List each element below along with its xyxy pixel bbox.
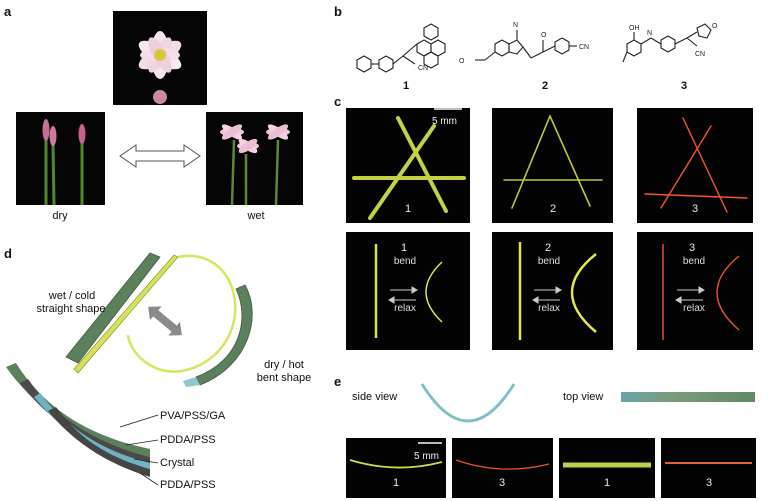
- side-view-arc: [420, 383, 516, 423]
- compound-label-1: 1: [402, 80, 410, 92]
- svg-text:O: O: [712, 23, 718, 30]
- straight-shape-label: straight shape: [36, 303, 106, 315]
- crystal-2-triangle-photo: [492, 108, 613, 223]
- top-number-3: 3: [691, 203, 699, 215]
- layer-assembly-diagram: [6, 252, 253, 486]
- top-photo-3: [661, 438, 756, 498]
- e-number-4: 3: [705, 477, 713, 489]
- top-view-label: top view: [563, 391, 604, 403]
- top-number-1: 1: [404, 203, 412, 215]
- side-photo-3: [452, 438, 553, 498]
- svg-text:O: O: [459, 58, 465, 65]
- relax-label-1: relax: [394, 303, 416, 314]
- compound-label-3: 3: [680, 80, 688, 92]
- wet-cold-label: wet / cold: [48, 290, 96, 302]
- panel-letter-a: a: [4, 4, 12, 19]
- svg-text:CN: CN: [418, 65, 428, 72]
- top-number-2: 2: [549, 203, 557, 215]
- relax-label-3: relax: [683, 303, 705, 314]
- wet-flower-photo: [206, 112, 303, 205]
- molecular-structures: CN N O O CN OH N CN O: [356, 22, 718, 73]
- crystal-2-bend-photo: [492, 232, 613, 350]
- svg-text:O: O: [541, 32, 547, 39]
- panel-letter-b: b: [334, 4, 342, 19]
- relax-label-2: relax: [538, 303, 560, 314]
- bend-label-2: bend: [537, 256, 561, 267]
- bend-label-1: bend: [393, 256, 417, 267]
- wet-label: wet: [247, 210, 265, 222]
- svg-text:CN: CN: [579, 44, 589, 51]
- side-view-label: side view: [352, 391, 398, 403]
- scale-bar-e: [418, 442, 442, 444]
- panel-letter-e: e: [334, 374, 342, 389]
- dry-hot-label: dry / hot: [264, 359, 304, 371]
- e-number-3: 1: [603, 477, 611, 489]
- compound-label-2: 2: [541, 80, 549, 92]
- svg-text:N: N: [647, 30, 652, 37]
- svg-text:N: N: [513, 22, 518, 29]
- panel-letter-c: c: [334, 94, 342, 109]
- bent-shape-label: bent shape: [256, 372, 312, 384]
- scale-bar-c: [434, 108, 462, 110]
- e-number-1: 1: [392, 477, 400, 489]
- top-view-strip: [621, 392, 755, 402]
- layer-label-pva: PVA/PSS/GA: [160, 410, 226, 422]
- svg-text:OH: OH: [629, 25, 640, 32]
- crystal-3-bend-photo: [637, 232, 753, 350]
- layer-label-crystal: Crystal: [160, 457, 195, 469]
- double-arrow-icon: [119, 144, 201, 168]
- bend-number-1: 1: [400, 242, 408, 254]
- flower-bloom-photo: [113, 11, 207, 105]
- side-photo-1: [346, 438, 446, 498]
- crystal-3-triangle-photo: [637, 108, 753, 223]
- scale-bar-e-label: 5 mm: [414, 451, 439, 462]
- bend-label-3: bend: [682, 256, 706, 267]
- bend-number-3: 3: [688, 242, 696, 254]
- top-photo-1: [559, 438, 655, 498]
- scale-bar-c-label: 5 mm: [432, 116, 457, 127]
- crystal-1-bend-photo: [346, 232, 470, 350]
- dry-label: dry: [52, 210, 68, 222]
- panel-letter-d: d: [4, 246, 12, 261]
- bend-number-2: 2: [544, 242, 552, 254]
- svg-text:CN: CN: [695, 51, 705, 58]
- layer-label-pdda-top: PDDA/PSS: [160, 434, 216, 446]
- e-number-2: 3: [498, 477, 506, 489]
- crystal-1-triangle-photo: [346, 108, 470, 223]
- dry-flower-photo: [16, 112, 105, 205]
- layer-label-pdda-bottom: PDDA/PSS: [160, 479, 216, 491]
